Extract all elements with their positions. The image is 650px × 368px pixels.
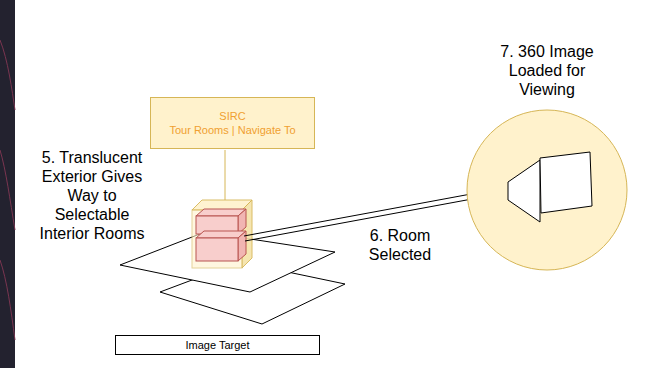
node-title: SIRC (219, 109, 245, 123)
step-label: 5. Translucent Exterior Gives Way to Sel… (31, 148, 153, 243)
step-label: 6. Room Selected (357, 226, 443, 264)
viewer-circle (467, 110, 627, 270)
leader-line (225, 150, 226, 200)
target-box: Image Target (115, 335, 320, 355)
callout-box: SIRCTour Rooms | Navigate To (150, 97, 315, 149)
step-label: 7. 360 Image Loaded for Viewing (491, 42, 603, 99)
camera-icon (508, 152, 592, 222)
node-title: Image Target (185, 338, 249, 352)
dark-side-strip (0, 0, 15, 368)
node-text: Tour Rooms | Navigate To (169, 123, 295, 137)
strip-curves (0, 40, 15, 340)
building (192, 200, 252, 268)
